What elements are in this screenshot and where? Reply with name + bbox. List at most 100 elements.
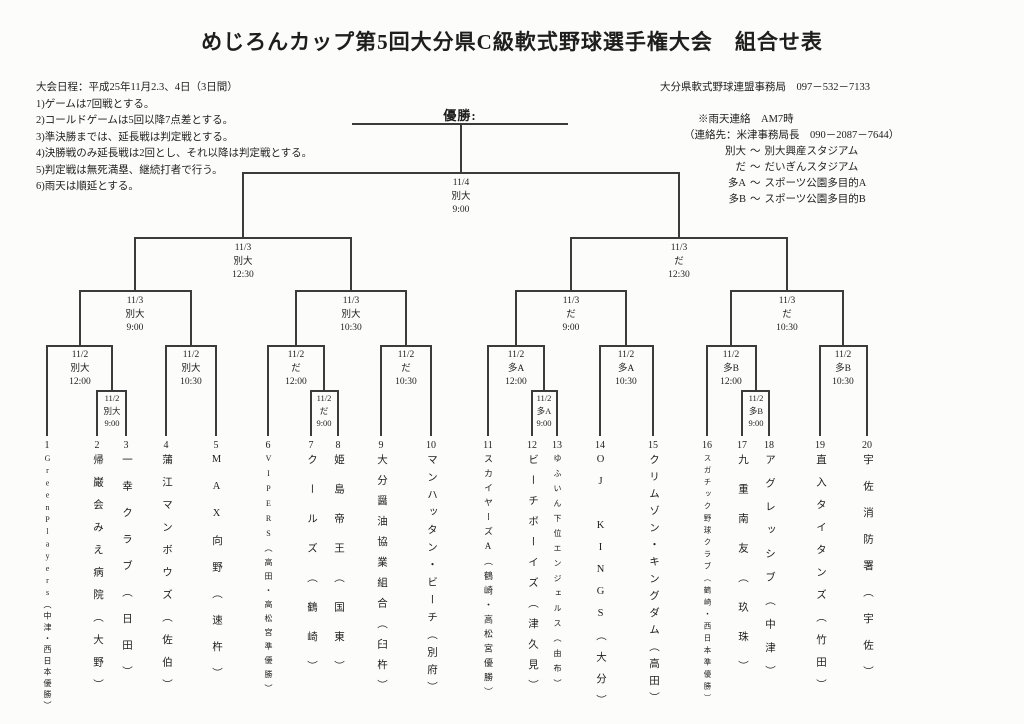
match-date: 11/2: [71, 350, 89, 360]
round1-bar-e: [488, 345, 545, 347]
team-seed: 19: [815, 440, 825, 451]
r1e-winner-line: [515, 290, 517, 345]
team-name: 姫島帝王: [333, 454, 344, 572]
venue-separator: 〜: [750, 194, 761, 205]
team-note: （中津・西日本優勝）: [43, 600, 52, 713]
match-venue: 多A: [507, 363, 525, 374]
match-label-qf1: 11/3 別大 9:00: [105, 295, 165, 336]
match-time: 10:30: [180, 377, 202, 387]
team-seed: 1: [44, 440, 50, 451]
team-column-11: 11 スカイヤーズA（鶴崎・高松宮優勝）: [477, 438, 499, 702]
round1-bar-a: [47, 345, 113, 347]
match-venue: 別大: [181, 363, 201, 374]
match-label-playin3: 11/2 多A 9:00: [524, 392, 564, 430]
team-column-14: 14 OJ KINGS（大分）: [589, 438, 611, 716]
team-seed: 20: [862, 440, 872, 451]
rule-line-2: 2)コールドゲームは5回以降7点差とする。: [36, 115, 234, 126]
match-venue: だ: [401, 363, 411, 374]
team-note: （鶴崎・高松宮優勝）: [483, 556, 493, 702]
team-column-13: 13 ゆふいん下位エンジェルス（由布）: [546, 438, 568, 694]
team-name: 一幸クラブ: [121, 454, 132, 587]
venue-name: 別大興産スタジアム: [764, 146, 859, 157]
semifinal2-bar: [571, 237, 788, 239]
r1c-winner-line: [295, 290, 297, 345]
team10-line: [430, 345, 432, 436]
match-label-playin1: 11/2 別大 9:00: [92, 392, 132, 430]
team-note: （大分）: [595, 630, 606, 716]
r1b-winner-line: [190, 290, 192, 345]
rule-line-4: 4)決勝戦のみ延長戦は2回とし、それ以降は判定戦とする。: [36, 148, 313, 159]
venue-abbr: 多A: [727, 178, 746, 189]
match-time: 9:00: [126, 323, 144, 333]
team-note: （佐伯）: [161, 611, 172, 702]
team-seed: 14: [595, 440, 605, 451]
office-contact: 大分県軟式野球連盟事務局 097－532－7133: [660, 82, 870, 93]
match-date: 11/2: [617, 350, 635, 360]
match-time: 10:30: [615, 377, 637, 387]
match-time: 9:00: [748, 418, 764, 428]
match-date: 11/3: [234, 243, 252, 253]
team-column-20: 20 宇佐消防署（宇佐）: [856, 438, 878, 693]
team-name: ビーチボーイズ: [527, 454, 538, 598]
team19-line: [819, 345, 821, 436]
team-name: ゆふいん下位エンジェルス: [553, 454, 562, 634]
team-seed: 13: [552, 440, 562, 451]
team-name: クリムゾン・キングダム: [648, 454, 659, 641]
team-seed: 10: [426, 440, 436, 451]
team-note: （高田・高松宮準優勝）: [264, 544, 273, 698]
match-venue: 多B: [723, 363, 739, 374]
team-seed: 16: [702, 440, 712, 451]
team-note: （玖珠）: [737, 572, 748, 690]
match-venue: 別大: [233, 256, 253, 267]
match-venue: 別大: [451, 191, 471, 202]
team-seed: 2: [94, 440, 100, 451]
r1f-winner-line: [625, 290, 627, 345]
team-note: （中津）: [764, 595, 775, 689]
match-date: 11/3: [562, 296, 580, 306]
match-label-qf4: 11/3 だ 10:30: [757, 295, 817, 336]
team-column-3: 3 一幸クラブ（日田）: [115, 438, 137, 693]
team-name: OJ KINGS: [595, 454, 606, 630]
match-label-r1g: 11/2 多B 12:00: [701, 349, 761, 390]
match-label-sf1: 11/3 別大 12:30: [213, 242, 273, 283]
team14-line: [599, 345, 601, 436]
match-time: 9:00: [104, 418, 120, 428]
round1-bar-f: [600, 345, 654, 347]
match-label-playin2: 11/2 だ 9:00: [304, 392, 344, 430]
venue-name: スポーツ公園多目的B: [764, 194, 866, 205]
match-date: 11/2: [722, 350, 740, 360]
playin1-bar: [97, 390, 127, 392]
match-venue: 別大: [125, 309, 145, 320]
team8-line: [337, 390, 339, 436]
match-date: 11/2: [507, 350, 525, 360]
team-name: 九重南友: [737, 454, 748, 572]
schedule-line: 大会日程：平成25年11月2.3、4日（3日間）: [36, 82, 238, 93]
match-label-r1a: 11/2 別大 12:00: [50, 349, 110, 390]
page-title: めじろんカップ第5回大分県C級軟式野球選手権大会 組合せ表: [201, 30, 823, 54]
team-seed: 9: [378, 440, 384, 451]
team-name: スカイヤーズA: [483, 454, 493, 557]
team-seed: 3: [123, 440, 129, 451]
match-label-qf3: 11/3 だ 9:00: [541, 295, 601, 336]
rain-contact: （連絡先：米津事務局長 090－2087－7644）: [684, 130, 900, 141]
team-note: （臼杵）: [376, 618, 387, 700]
match-date: 11/3: [670, 243, 688, 253]
match-time: 12:00: [505, 377, 527, 387]
team-column-8: 8 姫島帝王（国東）: [327, 438, 349, 690]
round1-bar-d: [381, 345, 432, 347]
match-date: 11/2: [536, 393, 552, 403]
match-time: 12:30: [668, 270, 690, 280]
team4-line: [165, 345, 167, 436]
team-note: （宇佐）: [862, 586, 873, 693]
match-venue: だ: [291, 363, 301, 374]
team2-line: [96, 390, 98, 436]
team-name: クールズ: [306, 454, 317, 572]
team-name: GreenPlayers: [43, 454, 52, 601]
champion-stub: [460, 123, 462, 172]
match-label-r1e: 11/2 多A 12:00: [486, 349, 546, 390]
team3-line: [125, 390, 127, 436]
match-venue: 多B: [748, 405, 764, 416]
team-name: アグレッシブ: [764, 454, 775, 595]
r1d-winner-line: [405, 290, 407, 345]
team-column-17: 17 九重南友（玖珠）: [731, 438, 753, 690]
